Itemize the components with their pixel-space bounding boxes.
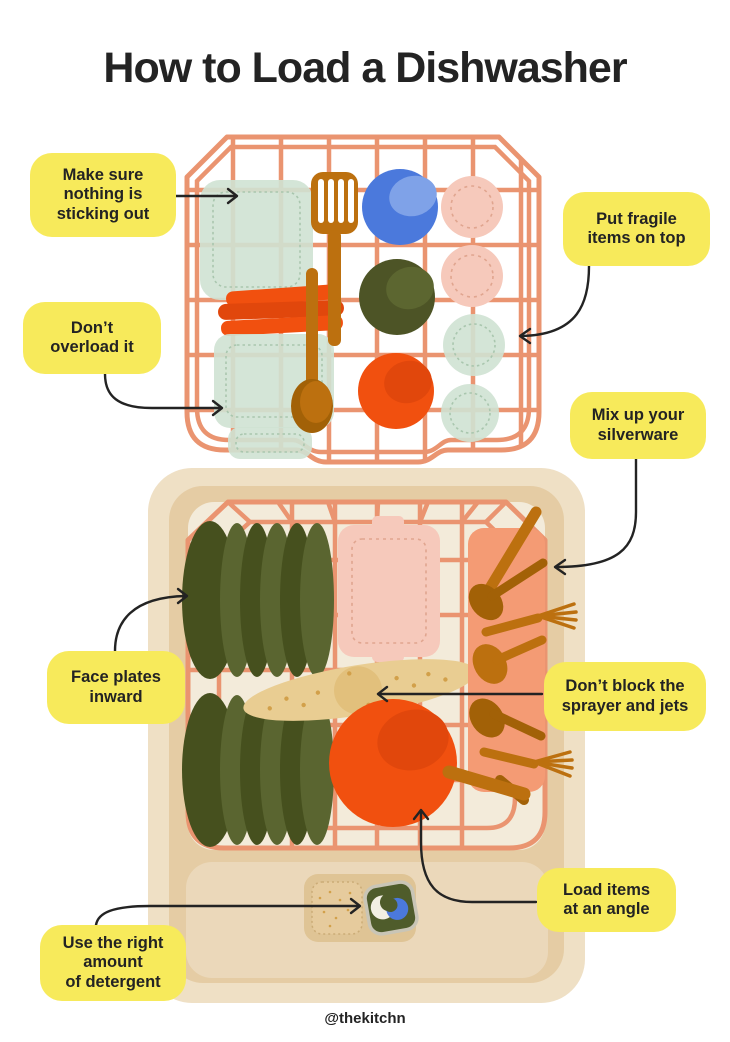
page-title: How to Load a Dishwasher	[103, 44, 627, 92]
food-container-large	[200, 180, 313, 300]
detergent-pod-icon	[363, 880, 419, 936]
callout-load-at-angle: Load items at an angle	[537, 868, 676, 932]
bowl-orange	[358, 353, 434, 429]
callout-dont-block-sprayer: Don’t block the sprayer and jets	[544, 662, 706, 731]
callout-dont-overload: Don’t overload it	[23, 302, 161, 374]
food-container-lid-stack	[218, 284, 344, 336]
spray-arm	[243, 659, 477, 721]
plate-stack-top	[182, 521, 334, 679]
food-container-small	[228, 427, 312, 459]
detergent-tray-dots	[318, 890, 352, 928]
detergent-tray-empty	[311, 881, 363, 935]
arrow-sprayer	[376, 685, 544, 703]
baking-tray	[338, 516, 440, 662]
callout-detergent-amount: Use the right amount of detergent	[40, 925, 186, 1001]
arrow-detergent	[94, 897, 362, 927]
plate-stack-bottom	[182, 693, 334, 847]
upper-rack	[184, 134, 542, 465]
callout-sticking-out: Make sure nothing is sticking out	[30, 153, 176, 237]
arrow-angle	[412, 808, 538, 904]
arrow-silverware	[553, 457, 638, 576]
plate-pink-2	[441, 245, 503, 307]
bowl-green	[359, 259, 435, 335]
dishwasher-door	[186, 862, 548, 978]
credit-handle: @thekitchn	[324, 1010, 406, 1027]
arrow-sticking-out	[174, 187, 239, 205]
callout-fragile-items: Put fragile items on top	[563, 192, 710, 266]
arrow-face-plates	[113, 587, 189, 653]
callout-arrows	[94, 187, 638, 927]
pot	[329, 699, 457, 827]
pot-handle	[442, 765, 531, 801]
arrow-fragile	[518, 264, 591, 345]
dishwasher-lower-unit	[148, 468, 585, 1003]
arrow-overload	[103, 372, 224, 417]
plate-mint-2	[441, 384, 499, 442]
wooden-spoon	[291, 268, 333, 433]
callout-mix-silverware: Mix up your silverware	[570, 392, 706, 459]
spatula	[311, 172, 358, 346]
bowl-blue	[362, 169, 438, 245]
callout-face-plates: Face plates inward	[47, 651, 185, 724]
plate-pink-1	[441, 176, 503, 238]
plate-mint-1	[443, 314, 505, 376]
